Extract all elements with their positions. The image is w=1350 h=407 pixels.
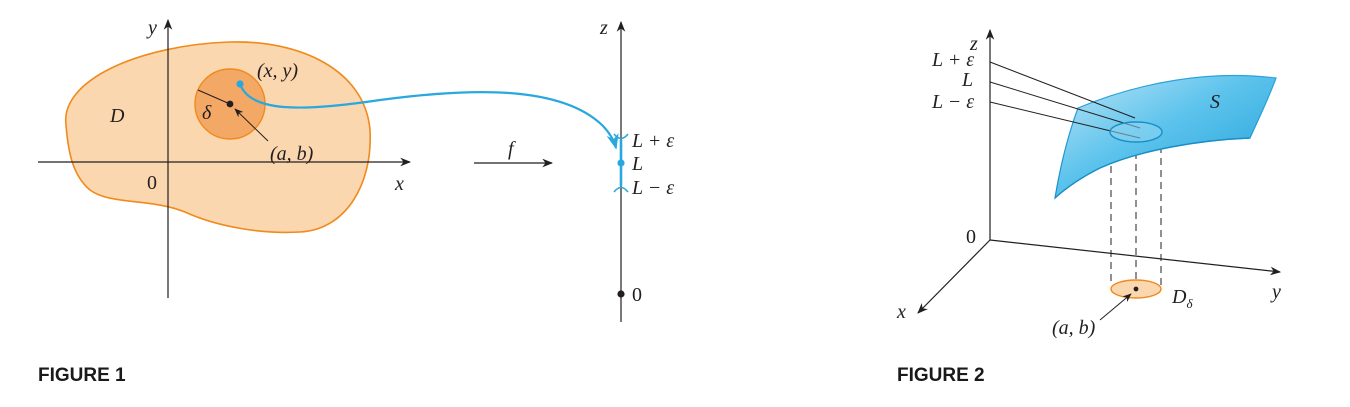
mid-label: L [631,153,643,175]
delta-radius [197,89,231,105]
mid-label-2: L [961,69,973,91]
lower-bracket [613,186,629,193]
x-axis-label-2: x [896,301,906,323]
disk-label-subscript: δ [1186,296,1193,311]
lower-label: L − ε [631,177,674,199]
ab-leader [234,108,269,142]
point-xy-label: (x, y) [257,60,298,82]
origin-label: 0 [147,172,157,194]
region-d-label: D [109,105,125,127]
z-origin-point [617,290,625,298]
upper-bracket [613,133,629,140]
point-xy [236,80,244,88]
point-ab-label: (a, b) [270,143,314,165]
y-axis-label-2: y [1270,281,1281,303]
surface-ellipse [1109,121,1163,143]
origin-label-2: 0 [966,226,976,248]
disk-label-main: D [1171,286,1187,308]
disk-label: Dδ [1171,286,1193,311]
leader-mid [989,81,1141,129]
x-axis-2 [917,239,991,314]
point-ab-2 [1133,286,1139,292]
figure-1: D 0 x y (x, y) (a, b) δ f z L + ε L L − … [38,17,674,386]
y-axis-label: y [146,17,157,39]
mapping-curve [238,83,619,150]
x-axis-label: x [394,173,404,195]
point-l [617,159,625,167]
lower-label-2: L − ε [931,91,974,113]
z-axis-label: z [599,17,608,39]
ab-leader-2 [1099,293,1132,321]
figure-2: z L + ε L L − ε 0 S x y (a, b) Dδ FIGURE… [896,28,1282,386]
upper-label: L + ε [631,130,674,152]
surface-front-edge [1054,137,1251,199]
z-axis-label-2: z [969,33,978,55]
leader-upper [989,61,1136,119]
y-axis-2 [989,239,1282,276]
figure-2-caption: FIGURE 2 [897,365,985,386]
surface-s [1054,74,1277,200]
z-origin-label: 0 [632,284,642,306]
figure-1-caption: FIGURE 1 [38,365,126,386]
upper-label-2: L + ε [931,49,974,71]
surface-label: S [1210,91,1220,113]
delta-label: δ [202,102,212,124]
point-ab-label-2: (a, b) [1052,317,1096,339]
point-ab [226,100,234,108]
map-label: f [508,138,516,160]
